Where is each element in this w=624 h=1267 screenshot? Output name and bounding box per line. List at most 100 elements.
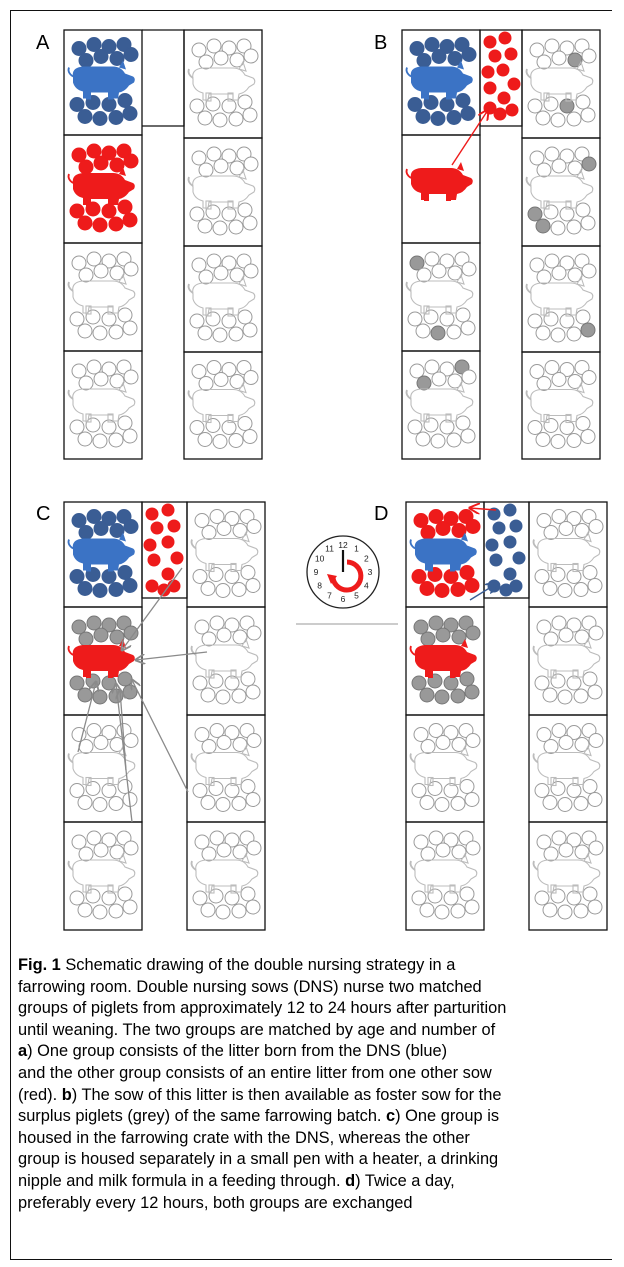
piglet-dot xyxy=(551,221,565,235)
piglet-dot xyxy=(70,891,84,905)
piglet-dot xyxy=(199,377,213,391)
piglet-dot xyxy=(201,903,215,917)
piglet-dot xyxy=(421,632,435,646)
pig-tail xyxy=(69,390,74,399)
pig-tail xyxy=(69,174,74,183)
piglet-dot xyxy=(70,204,84,218)
piglet-dot xyxy=(216,798,230,812)
pig-leg xyxy=(108,198,113,206)
piglet-dot xyxy=(508,78,520,90)
caption-line: and the other group consists of an entir… xyxy=(18,1063,616,1085)
piglet-dot xyxy=(118,308,132,322)
caption-key-d: d xyxy=(345,1172,355,1190)
piglet-dot xyxy=(581,108,595,122)
piglet-dot xyxy=(118,887,132,901)
piglet-dot xyxy=(93,798,107,812)
piglet-dot xyxy=(213,328,227,342)
pig-tail xyxy=(411,646,416,655)
piglet-dot xyxy=(417,376,431,390)
piglet-dot xyxy=(190,99,204,113)
piglet-dot xyxy=(93,905,107,919)
piglet-dot xyxy=(216,690,230,704)
caption-line: ) One group is xyxy=(395,1107,499,1125)
piglet-dot xyxy=(456,308,470,322)
piglet-dot xyxy=(417,268,431,282)
piglet-dot xyxy=(229,434,243,448)
piglet-dot xyxy=(536,433,550,447)
panel-label-a: A xyxy=(36,32,50,54)
piglet-dot xyxy=(124,370,138,384)
piglet-dot xyxy=(505,48,517,60)
piglet-dot xyxy=(417,54,431,68)
piglet-dot xyxy=(431,434,445,448)
pig-tail xyxy=(69,646,74,655)
piglet-dot xyxy=(551,113,565,127)
piglet-dot xyxy=(574,904,588,918)
piglet-dot xyxy=(451,904,465,918)
caption-key-b: b xyxy=(62,1086,72,1104)
piglet-dot xyxy=(461,107,475,121)
piglet-dot xyxy=(243,216,257,230)
piglet-dot xyxy=(451,797,465,811)
piglet-dot xyxy=(493,522,505,534)
piglet-dot xyxy=(497,64,509,76)
piglet-dot xyxy=(94,843,108,857)
piglet-dot xyxy=(544,632,558,646)
piglet-dot xyxy=(567,434,581,448)
piglet-dot xyxy=(244,371,258,385)
piglet-dot xyxy=(576,310,590,324)
piglet-dot xyxy=(79,268,93,282)
piglet-dot xyxy=(94,50,108,64)
piglet-dot xyxy=(420,796,434,810)
pig-leg xyxy=(108,670,113,678)
piglet-dot xyxy=(118,566,132,580)
piglet-dot xyxy=(420,582,434,596)
piglet-dot xyxy=(567,220,581,234)
piglet-dot xyxy=(558,905,572,919)
piglet-dot xyxy=(432,372,446,386)
caption-line: nipple and milk formula in a feeding thr… xyxy=(18,1172,345,1190)
piglet-dot xyxy=(574,689,588,703)
piglet-dot xyxy=(171,552,183,564)
piglet-dot xyxy=(238,203,252,217)
piglet-dot xyxy=(247,520,261,534)
piglet-dot xyxy=(421,740,435,754)
piglet-dot xyxy=(93,326,107,340)
piglet-dot xyxy=(543,903,557,917)
pig-tail xyxy=(407,390,412,399)
piglet-dot xyxy=(465,579,479,593)
clock-number: 7 xyxy=(327,590,332,600)
piglet-dot xyxy=(109,111,123,125)
piglet-dot xyxy=(193,570,207,584)
clock-number: 9 xyxy=(314,567,319,577)
piglet-dot xyxy=(118,94,132,108)
piglet-dot xyxy=(435,690,449,704)
pig-leg xyxy=(450,670,455,678)
piglet-dot xyxy=(94,522,108,536)
piglet-dot xyxy=(536,219,550,233)
pig-tail xyxy=(69,282,74,291)
piglet-dot xyxy=(552,159,566,173)
pig-leg xyxy=(446,92,451,100)
piglet-dot xyxy=(576,95,590,109)
piglet-dot xyxy=(432,264,446,278)
piglet-dot xyxy=(162,504,174,516)
piglet-dot xyxy=(247,734,261,748)
piglet-dot xyxy=(238,95,252,109)
piglet-dot xyxy=(199,163,213,177)
piglet-dot xyxy=(466,734,480,748)
pig-tail xyxy=(192,861,197,870)
piglet-dot xyxy=(244,49,258,63)
piglet-dot xyxy=(588,793,602,807)
piglet-dot xyxy=(412,676,426,690)
pig-tail xyxy=(534,754,539,763)
caption-line: preferably every 12 hours, both groups a… xyxy=(18,1193,616,1215)
piglet-dot xyxy=(123,429,137,443)
piglet-dot xyxy=(201,796,215,810)
piglet-dot xyxy=(190,421,204,435)
caption-line: group is housed separately in a small pe… xyxy=(18,1149,616,1171)
piglet-dot xyxy=(232,797,246,811)
piglet-dot xyxy=(109,583,123,597)
piglet-dot xyxy=(536,326,550,340)
piglet-dot xyxy=(123,213,137,227)
